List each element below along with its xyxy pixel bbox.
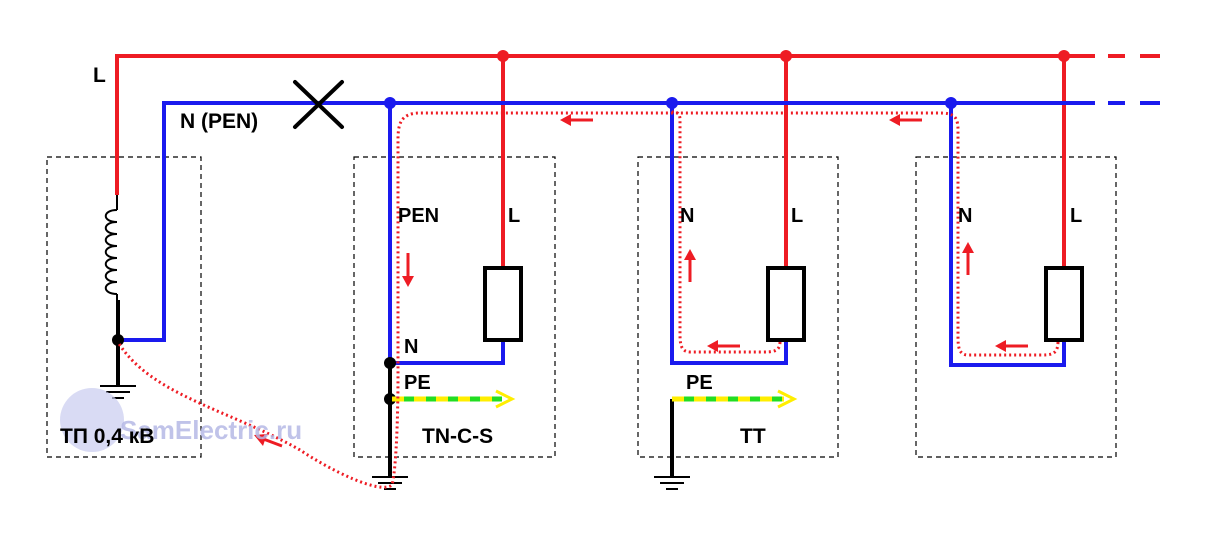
consumer-3-wiring [949, 103, 1066, 367]
phase-junctions [497, 50, 1070, 62]
main-phase-label: L [93, 64, 106, 87]
consumer-1-pen-label: PEN [398, 205, 439, 227]
consumer-3-n-junction [945, 97, 957, 109]
consumer-1-pe-node [384, 393, 396, 405]
load-resistor-icon [766, 266, 806, 342]
consumer-1-phase-label: L [508, 205, 520, 227]
consumer-1-system-label: TN-C-S [422, 425, 493, 448]
source-box [46, 156, 202, 458]
source-label: ТП 0,4 кВ [60, 425, 154, 448]
watermark-logo-icon [60, 388, 124, 452]
consumer-2-phase-label: L [791, 205, 803, 227]
consumer-1-pe-conductor [392, 389, 516, 409]
phase-line [115, 54, 1160, 268]
consumer-1-pen-junction [384, 97, 396, 109]
consumer-1-wiring [388, 103, 505, 476]
cross-break-icon [293, 80, 344, 129]
ground-icon [372, 476, 408, 490]
load-resistor-icon [1044, 266, 1084, 342]
neutral-line [118, 101, 1160, 342]
consumer-2-n-label: N [680, 205, 694, 227]
consumer-1-pe-label: PE [404, 372, 431, 394]
consumer-1-box [353, 156, 556, 458]
consumer-2-pe-label: PE [686, 372, 713, 394]
consumer-1-n-label: N [404, 336, 418, 358]
consumer-2-box [637, 156, 839, 458]
consumer-3-phase-label: L [1070, 205, 1082, 227]
ground-icon [654, 476, 690, 490]
source-neutral-node [112, 334, 124, 346]
fault-arrows [254, 114, 1028, 448]
transformer-coil-icon [104, 195, 118, 305]
load-resistor-icon [483, 266, 523, 342]
consumer-1-n-node [384, 357, 396, 369]
consumer-3-box [915, 156, 1117, 458]
main-neutral-label: N (PEN) [180, 110, 258, 133]
fault-current-path [116, 110, 1060, 489]
watermark-text: SamElectric.ru [120, 415, 302, 445]
watermark: SamElectric.ru [60, 388, 302, 452]
consumer-2-wiring [670, 103, 788, 476]
consumer-2-n-junction [666, 97, 678, 109]
consumer-2-system-label: TT [740, 425, 766, 448]
enclosures [46, 156, 1117, 458]
consumer-2-pe-conductor [672, 389, 798, 409]
consumer-3-n-label: N [958, 205, 972, 227]
